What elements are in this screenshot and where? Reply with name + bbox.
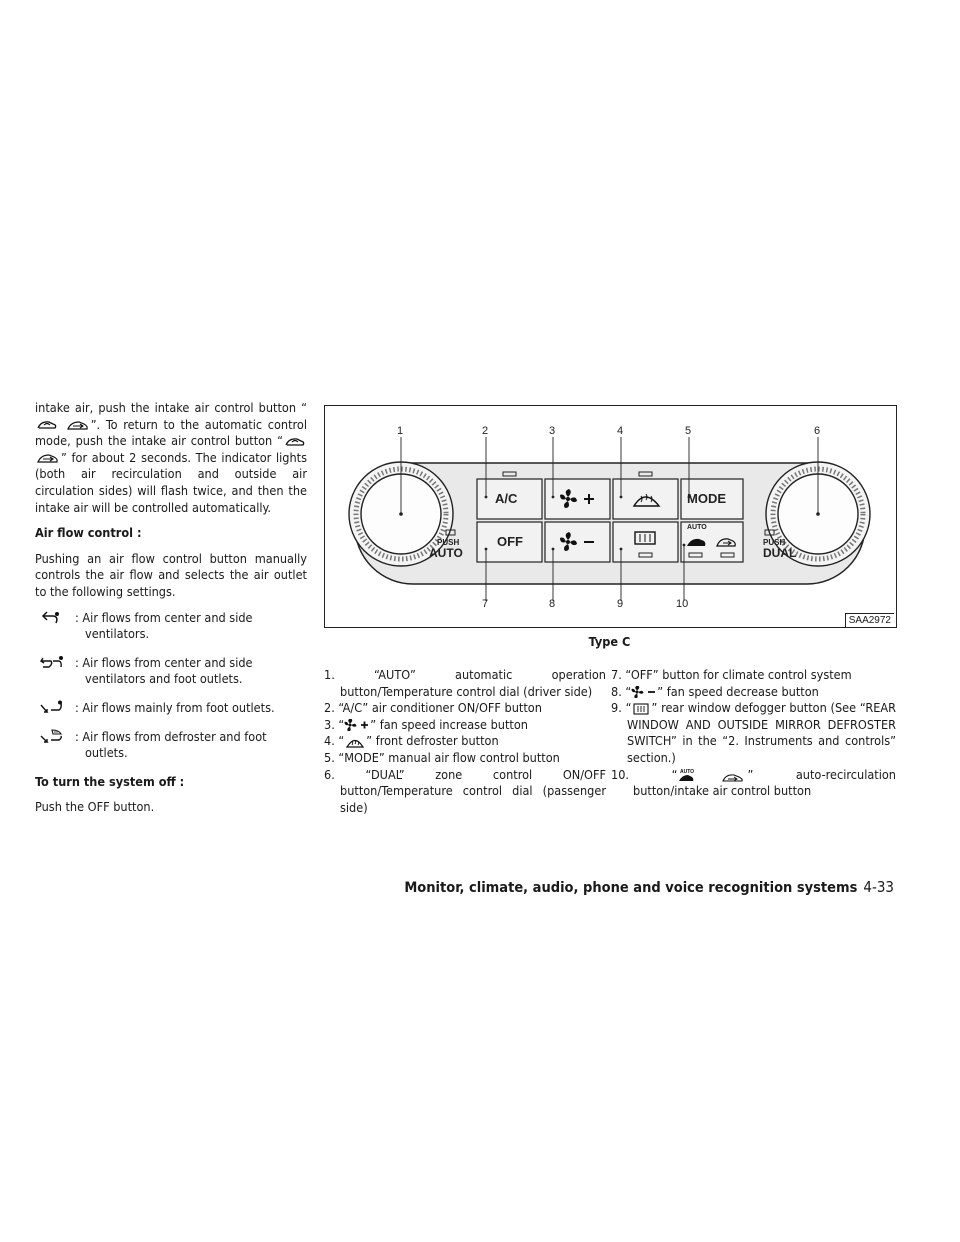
push-label-left: PUSH: [437, 538, 460, 547]
airflow-heading: Air flow control :: [35, 525, 142, 541]
callout-5: 5: [685, 425, 692, 437]
mode-button-label: MODE: [687, 491, 726, 506]
auto-label-left: AUTO: [429, 546, 463, 560]
page-footer: Monitor, climate, audio, phone and voice…: [404, 878, 894, 896]
callout-4: 4: [617, 425, 624, 437]
off-heading: To turn the system off :: [35, 773, 185, 789]
callout-10: 10: [676, 598, 689, 610]
callout-9: 9: [617, 598, 624, 610]
front-defroster-icon: [632, 493, 661, 507]
bilevel-airflow-icon: [40, 655, 63, 668]
push-label-right: PUSH: [763, 538, 786, 547]
list-item: 7. “OFF” button for climate control syst…: [611, 667, 852, 682]
front-defroster-icon: [346, 739, 365, 748]
climate-control-panel-figure: 1 2 3 4 5 6 7 8 9 10 A/C MODE OFF PUSH A…: [324, 405, 897, 628]
callout-1: 1: [397, 425, 404, 437]
footer-title: Monitor, climate, audio, phone and voice…: [404, 880, 858, 896]
airflow-item-bilevel: : Air flows from center and side ventila…: [35, 655, 307, 688]
ac-button-label: A/C: [495, 491, 518, 506]
callout-2: 2: [482, 425, 489, 437]
rear-defogger-icon: [634, 531, 656, 545]
list-item: 4. “” front defroster button: [324, 733, 499, 749]
recirculation-icon: [37, 421, 57, 429]
list-item: 2. “A/C” air conditioner ON/OFF button: [324, 700, 542, 716]
outside-air-icon: [37, 454, 58, 463]
airflow-item-vent: : Air flows from center and side ventila…: [35, 610, 307, 643]
figure-caption: Type C: [588, 634, 631, 649]
intake-paragraph: intake air, push the intake air control …: [35, 400, 307, 515]
vent-airflow-icon: [41, 611, 59, 623]
list-item: 8. “” fan speed decrease button: [611, 683, 819, 699]
callout-6: 6: [814, 425, 821, 437]
defrost-foot-airflow-icon: [40, 728, 62, 743]
callout-3: 3: [549, 425, 556, 437]
list-item: 9. “” rear window defogger button (See “…: [611, 700, 896, 765]
auto-recirculation-icon: AUTO: [679, 769, 744, 782]
climate-panel-drawing: [348, 437, 871, 601]
list-item: 1. “AUTO” automatic operation button/Tem…: [324, 667, 606, 699]
fan-minus-icon: [560, 532, 594, 551]
list-item: 10. “AUTO” auto-recirculation button/int…: [611, 766, 896, 799]
callout-7: 7: [482, 598, 489, 610]
dual-label-right: DUAL: [763, 546, 797, 560]
page-number: 4-33: [863, 878, 894, 896]
off-button-label: OFF: [497, 534, 523, 549]
svg-text:AUTO: AUTO: [680, 769, 694, 775]
auto-small-label: AUTO: [687, 524, 707, 531]
list-item: 5. “MODE” manual air flow control button: [324, 749, 560, 765]
fan-plus-icon: [344, 719, 369, 732]
rear-defogger-icon: [633, 703, 649, 715]
list-right: 7. “OFF” button for climate control syst…: [611, 667, 896, 800]
foot-airflow-icon: [40, 700, 62, 713]
airflow-item-foot: : Air flows mainly from foot outlets.: [35, 700, 307, 717]
off-text: Push the OFF button.: [35, 799, 155, 815]
list-item: 6. “DUAL” zone control ON/OFF button/Tem…: [324, 766, 606, 815]
callout-8: 8: [549, 598, 556, 610]
recirculation-icon: [285, 437, 305, 446]
intake-air-icon: [687, 538, 736, 547]
list-left: 1. “AUTO” automatic operation button/Tem…: [324, 667, 606, 816]
figure-code: SAA2972: [844, 613, 894, 627]
left-column: intake air, push the intake air control …: [35, 400, 307, 825]
fan-minus-icon: [631, 686, 656, 699]
airflow-item-defrost-foot: : Air flows from defroster and foot outl…: [35, 729, 307, 762]
outside-air-icon: [66, 421, 88, 430]
fan-plus-icon: [560, 489, 594, 508]
airflow-intro: Pushing an air flow control button manua…: [35, 550, 307, 599]
list-item: 3. “” fan speed increase button: [324, 716, 528, 732]
